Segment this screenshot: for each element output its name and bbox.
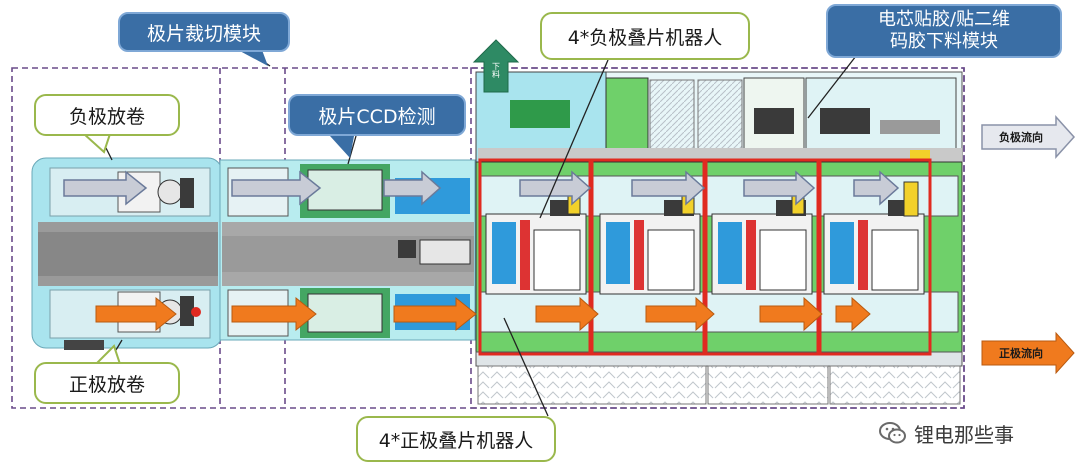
negative-exit-arrow [981, 115, 1076, 159]
pos-arrow-4 [535, 296, 599, 332]
robot-frames [478, 158, 932, 356]
pos-arrow-5 [645, 296, 715, 332]
callout-negative-unwind: 负极放卷 [34, 94, 180, 136]
positive-flow-arrows [95, 296, 871, 332]
neg-arrow-4 [519, 170, 592, 206]
callout-taping-module: 电芯贴胶/贴二维 码胶下料模块 [826, 4, 1062, 58]
negative-flow-label: 负极流向 [999, 131, 1043, 144]
callout-negative-robot: 4*负极叠片机器人 [540, 12, 750, 60]
neg-arrow-3 [383, 170, 442, 206]
pos-arrow-6 [759, 296, 823, 332]
watermark: 锂电那些事 [878, 418, 1014, 448]
neg-arrow-5 [631, 170, 706, 206]
positive-exit-arrow [981, 331, 1075, 375]
wechat-icon [879, 422, 906, 444]
neg-arrow-2 [231, 170, 322, 206]
neg-arrow-7 [853, 170, 900, 206]
neg-arrow-1 [63, 170, 148, 206]
unload-up-arrow-label: 下料 [492, 62, 501, 79]
callout-positive-unwind: 正极放卷 [34, 362, 180, 404]
exit-flow-arrows [981, 115, 1076, 375]
pos-arrow-7 [835, 296, 871, 332]
unload-up-arrow [472, 39, 520, 93]
watermark-text: 锂电那些事 [914, 422, 1014, 447]
pos-arrow-2 [231, 296, 317, 332]
pos-arrow-3 [393, 296, 477, 332]
positive-flow-label: 正极流向 [999, 347, 1043, 360]
pos-arrow-1 [95, 296, 177, 332]
callout-ccd-inspection: 极片CCD检测 [288, 94, 466, 136]
callout-taping-line1: 电芯贴胶/贴二维 [877, 9, 1011, 30]
callout-positive-robot: 4*正极叠片机器人 [356, 416, 556, 462]
callout-taping-line2: 码胶下料模块 [890, 31, 998, 52]
neg-arrow-6 [743, 170, 816, 206]
callout-cutting-module: 极片裁切模块 [118, 12, 290, 52]
negative-flow-arrows [63, 170, 900, 206]
